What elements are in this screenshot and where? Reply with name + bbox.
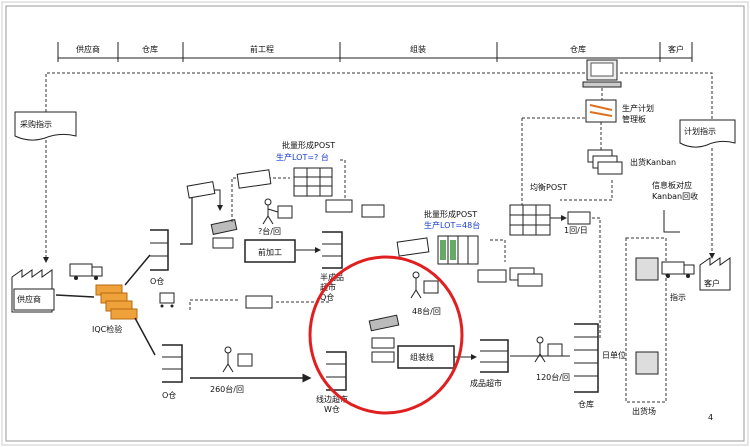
per-260-label: 260台/回 [210,384,244,394]
once-per-day-label: 1回/日 [564,226,588,235]
section-header: 供应商 仓库 前工程 组装 仓库 客户 [58,42,692,62]
section-warehouse-2: 仓库 [570,44,586,54]
supplier-label: 供应商 [17,294,41,304]
worker-icon-4 [535,337,562,362]
worker-icon-1 [263,199,292,224]
shipping-area-label: 出货场 [632,406,656,416]
shipping-area: 出货场 [626,238,666,416]
warehouse-label: 仓库 [578,399,594,409]
instruction-label: 指示 [670,292,686,302]
pre-process-box: 前加工 ?台/回 [211,220,295,262]
finished-store-label: 成品超市 [470,378,502,388]
customer-factory: 客户 [700,258,730,290]
batch-post-2-label: 批量形成POST [424,209,477,219]
outer-border [6,6,744,441]
line-side-label-2: W仓 [324,404,340,414]
purchase-instruction-doc: 采购指示 [15,112,76,140]
section-assembly: 组装 [410,44,426,54]
info-line-top [46,73,585,112]
worker-icon-2 [223,347,252,372]
iqc-label: IQC检验 [92,324,122,334]
batch-post-1-label: 批量形成POST [282,140,335,150]
cart-icon-1 [160,293,174,308]
o-warehouse-1-label: O仓 [150,276,164,286]
highlight-circle [310,257,462,413]
section-customer: 客户 [668,44,684,54]
line-side-market: 线边超市 W仓 [316,352,348,414]
batch-post-board-1: 批量形成POST 生产LOT=? 台 [276,140,335,196]
plan-instruction-label: 计划指示 [684,126,716,136]
batch-post-board-2: 批量形成POST 生产LOT=48台 [424,209,480,264]
info-kanban-label-1: 信息板对应 [652,180,692,190]
computer-icon [583,60,621,87]
iqc-stack: IQC检验 [92,285,137,334]
q-per-load-label: ?台/回 [258,226,281,236]
management-board-label: 管理板 [622,114,646,124]
purchase-instruction-label: 采购指示 [20,119,52,129]
per-120-label: 120台/回 [536,372,570,382]
assembly-line: 组装线 [369,315,454,368]
page-number: 4 [708,413,713,422]
equalization-post: 均衡POST [510,182,567,235]
section-pre-process: 前工程 [250,44,274,54]
right-warehouse: 仓库 [574,324,598,409]
lot-2-label: 生产LOT=48台 [424,220,480,230]
daily-pick-label: 日单位 [602,350,626,360]
o-warehouse-upper: O仓 [150,230,168,286]
truck-icon-right [662,262,694,278]
o-warehouse-2-label: O仓 [162,390,176,400]
section-warehouse-1: 仓库 [142,44,158,54]
shipping-kanban-cards: 出货Kanban [588,150,676,174]
production-plan-board: 生产计划 管理板 [586,100,654,124]
supplier-factory: 供应商 [12,270,54,312]
assembly-line-label: 组装线 [410,352,434,362]
finished-goods-market: 成品超市 [470,340,508,388]
customer-label: 客户 [704,278,720,288]
truck-icon [70,264,102,280]
pre-process-label: 前加工 [258,247,282,257]
equal-post-label: 均衡POST [530,182,567,192]
info-kanban-label-2: Kanban回收 [652,191,698,201]
shipping-kanban-label: 出货Kanban [630,157,676,167]
production-plan-label: 生产计划 [622,103,654,113]
lot-1-label: 生产LOT=? 台 [276,152,329,162]
load-48-label: 48台/回 [412,306,441,316]
section-supplier: 供应商 [76,44,100,54]
o-warehouse-lower: O仓 [162,345,182,400]
plan-instruction-doc: 计划指示 [680,120,735,147]
